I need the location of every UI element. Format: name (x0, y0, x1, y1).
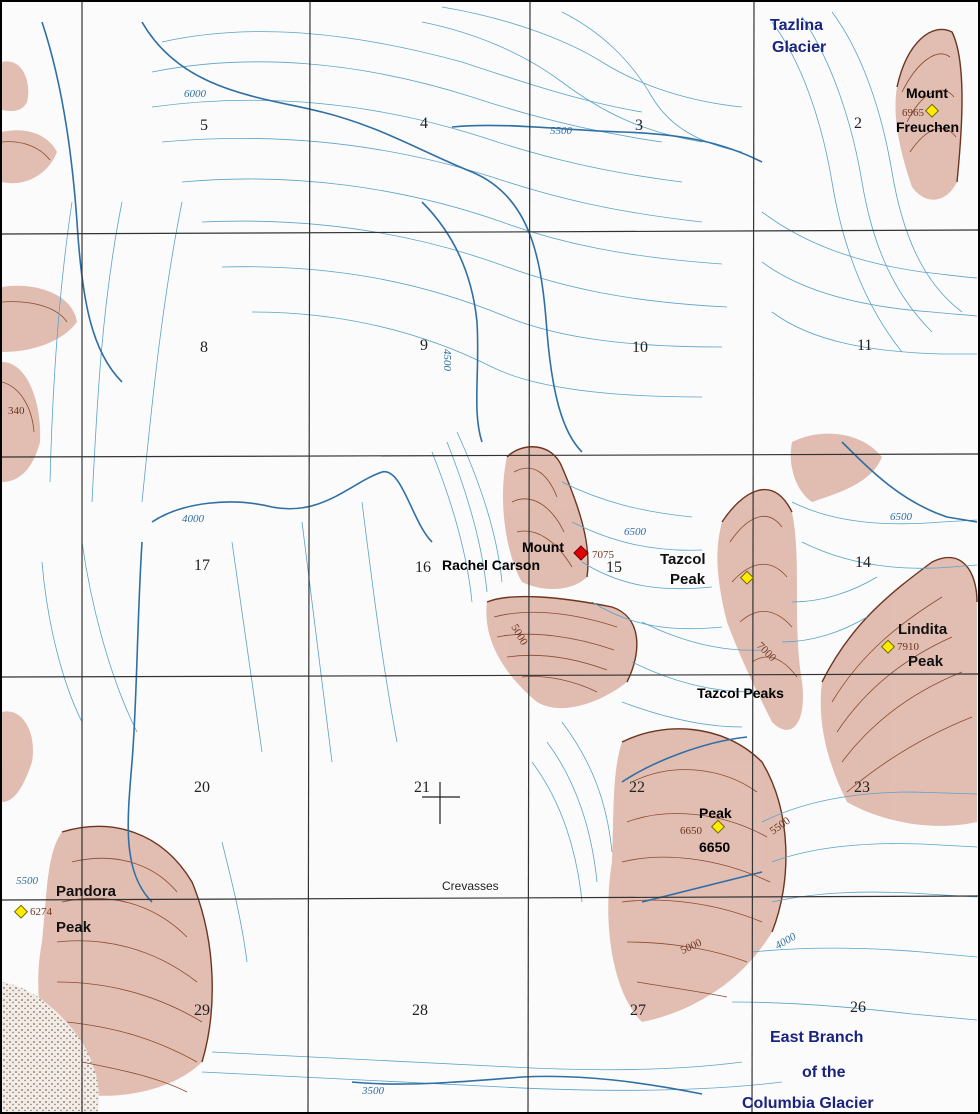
moraine-area (2, 982, 99, 1112)
section-number: 5 (200, 117, 208, 134)
peak-elevation: 7910 (897, 641, 920, 653)
peak-marker (924, 103, 940, 118)
peak-name: Peak (56, 919, 92, 936)
section-number: 11 (857, 337, 872, 354)
section-number: 2 (854, 115, 862, 132)
tazlina-glacier-label: Tazlina Glacier (770, 17, 826, 56)
featured-peak-marker (573, 545, 589, 561)
peak-elevation: 6650 (680, 825, 703, 837)
survey-cross-symbol (422, 782, 460, 824)
svg-text:Tazlina: Tazlina (770, 17, 823, 34)
contour-label: 6500 (890, 511, 913, 523)
peak-name: Pandora (56, 883, 117, 900)
glacier-contours (41, 6, 978, 1091)
rock-index-contours (61, 28, 978, 1063)
section-number: 23 (854, 779, 870, 796)
peak-name: Freuchen (896, 119, 959, 135)
contour-label: 3500 (361, 1085, 385, 1097)
peak-name: Peak (908, 653, 944, 670)
section-number: 3 (635, 117, 643, 134)
peak-6650[interactable]: Peak 6650 6650 (680, 805, 732, 855)
peak-marker (880, 639, 896, 654)
peak-marker (13, 904, 29, 919)
section-number: 10 (632, 339, 648, 356)
peak-name: Tazcol (660, 551, 706, 568)
section-number: 20 (194, 779, 210, 796)
section-number: 15 (606, 559, 622, 576)
contour-label: 6000 (184, 88, 207, 100)
section-number: 17 (194, 557, 210, 574)
section-number: 8 (200, 339, 208, 356)
tazcol-peaks-label: Tazcol Peaks (697, 685, 784, 701)
section-number: 14 (855, 554, 871, 571)
contour-label: 5500 (550, 125, 573, 137)
peak-tazcol[interactable]: Tazcol Peak (660, 551, 755, 588)
section-numbers: 5 4 3 2 8 9 10 11 17 16 15 14 20 21 22 2… (194, 115, 872, 1019)
peak-elevation: 6965 (902, 107, 925, 119)
svg-text:East Branch: East Branch (770, 1029, 863, 1046)
columbia-glacier-label: East Branch of the Columbia Glacier (742, 1029, 874, 1112)
contour-label: 340 (8, 405, 25, 417)
section-number: 16 (415, 559, 431, 576)
svg-text:Columbia Glacier: Columbia Glacier (742, 1095, 874, 1112)
peak-name: Mount (906, 85, 948, 101)
peak-marker (739, 570, 755, 585)
section-number: 26 (850, 999, 866, 1016)
peak-marker (710, 819, 726, 834)
contour-label: 5500 (16, 875, 39, 887)
peak-elevation: 6274 (30, 906, 53, 918)
peak-name: 6650 (699, 839, 730, 855)
peak-name: Mount (522, 539, 564, 555)
section-number: 4 (420, 115, 428, 132)
peak-elevation: 7075 (592, 549, 615, 561)
peak-mount-rachel-carson[interactable]: Mount Rachel Carson 7075 (442, 539, 615, 573)
peak-name: Lindita (898, 621, 948, 638)
peak-lindita[interactable]: Lindita Peak 7910 (880, 621, 948, 670)
contour-label: 4500 (441, 349, 453, 372)
svg-text:Glacier: Glacier (772, 39, 826, 56)
crevasses-label: Crevasses (442, 879, 499, 893)
section-number: 29 (194, 1002, 210, 1019)
rock-contours (2, 53, 973, 1093)
peak-pandora[interactable]: Pandora Peak 6274 (13, 883, 117, 936)
section-number: 21 (414, 779, 430, 796)
section-number: 27 (630, 1002, 646, 1019)
section-number: 28 (412, 1002, 428, 1019)
contour-label: 6500 (624, 526, 647, 538)
svg-text:of the: of the (802, 1064, 846, 1081)
contour-label: 4000 (182, 513, 205, 525)
section-number: 22 (629, 779, 645, 796)
section-number: 9 (420, 337, 428, 354)
peak-name: Peak (670, 571, 706, 588)
peak-name: Peak (699, 805, 732, 821)
peak-name: Rachel Carson (442, 557, 540, 573)
peak-mount-freuchen[interactable]: Mount Freuchen 6965 (896, 85, 959, 135)
